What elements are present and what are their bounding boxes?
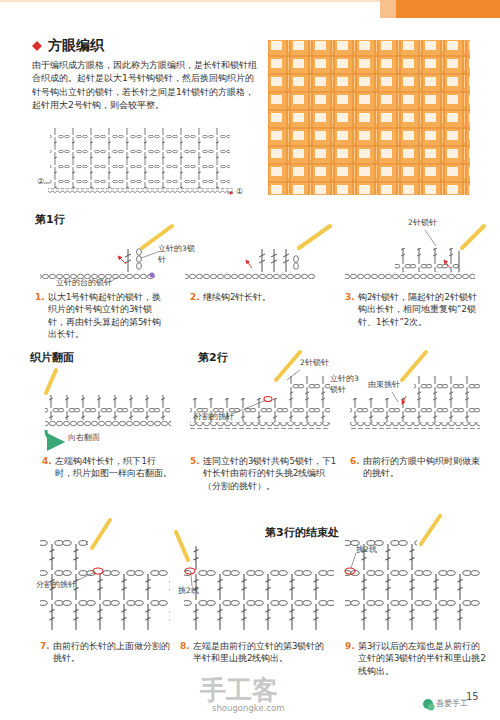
page-number: 15: [466, 690, 496, 705]
step-illustration: [185, 226, 330, 279]
step-caption: 由前行的方眼中钩织时则做束的挑针。: [363, 455, 481, 480]
header-bar: [0, 0, 500, 18]
step-number: 8.: [180, 640, 192, 653]
step-number: 6.: [350, 455, 362, 468]
step-number: 5.: [190, 455, 202, 468]
section-heading: 织片翻面: [30, 350, 100, 366]
step-caption: 以大1号针钩起针的锁针，换织片的针号钩立针的3针锁针，再由针头算起的第5针钩出长…: [48, 291, 168, 340]
step-illustration: [176, 532, 334, 630]
step-illustration: [40, 226, 172, 283]
row-number: ②: [37, 176, 51, 188]
callout-label: 向右翻面: [68, 433, 128, 444]
swatch-photo: [268, 40, 470, 195]
step-caption: 钩2针锁针，隔起针的2针锁针钩出长针，相同地重复钩“2锁针、1长针”2次。: [358, 291, 482, 328]
step-caption: 左端钩4针长针，织下1行时，织片如图一样向右翻面。: [55, 455, 173, 480]
intro-text: 由于编织成方眼格，因此称为方眼编织，是长针和锁针组合织成的。起针是以大1号针钩锁…: [32, 58, 262, 112]
step-caption: 继续钩2针长针。: [203, 291, 323, 303]
step-number: 9.: [345, 640, 357, 653]
watermark: 吾爱手工: [436, 698, 496, 710]
step-number: 7.: [40, 640, 52, 653]
callout-label: 挑2线: [356, 545, 396, 556]
step-caption: 连同立针的3锁针共钩5锁针，下1针长针由前行的针头挑2线编织（分割的挑针）。: [203, 455, 341, 492]
callout-label: 挑2线: [178, 586, 218, 597]
title-bullet: [32, 41, 42, 51]
callout-label: 由束挑针: [368, 380, 418, 391]
step-illustration: [345, 516, 480, 630]
step-number: 2.: [190, 291, 202, 304]
row-number: ①: [236, 186, 250, 198]
step-number: 3.: [345, 291, 357, 304]
step-number: 1.: [35, 291, 47, 304]
symbol-chart: [44, 128, 233, 193]
wechat-icon: [423, 699, 435, 711]
callout-label: 立针的3锁针: [158, 244, 198, 266]
step-illustration: [40, 520, 170, 630]
section-heading: 第3行的结束处: [265, 525, 375, 541]
step-caption: 左端是由前行的立针的第3锁针的半针和里山挑2线钩出。: [193, 640, 333, 665]
callout-label: 分割的挑针: [194, 412, 244, 423]
step-caption: 由前行的长针的上面做分割的挑针。: [53, 640, 171, 665]
watermark: shougongke.com: [212, 702, 322, 714]
step-number: 4.: [42, 455, 54, 468]
callout-label: 2针锁针: [300, 358, 350, 369]
page-title: 方眼编织: [48, 37, 104, 55]
step-illustration: [45, 370, 171, 442]
callout-label: 分割的挑针: [36, 580, 96, 591]
step-illustration: [350, 352, 480, 429]
step-caption: 第3行以后的左端也是从前行的立针的第3锁针的半针和里山挑2线钩出。: [358, 640, 486, 677]
callout-label: 立针的台的锁针: [56, 278, 116, 289]
callout-label: 立针的3锁针: [330, 374, 360, 396]
step-illustration: [345, 226, 484, 279]
callout-label: 2针锁针: [408, 218, 458, 229]
section-heading: 第2行: [198, 350, 258, 366]
section-heading: 第1行: [35, 212, 95, 228]
